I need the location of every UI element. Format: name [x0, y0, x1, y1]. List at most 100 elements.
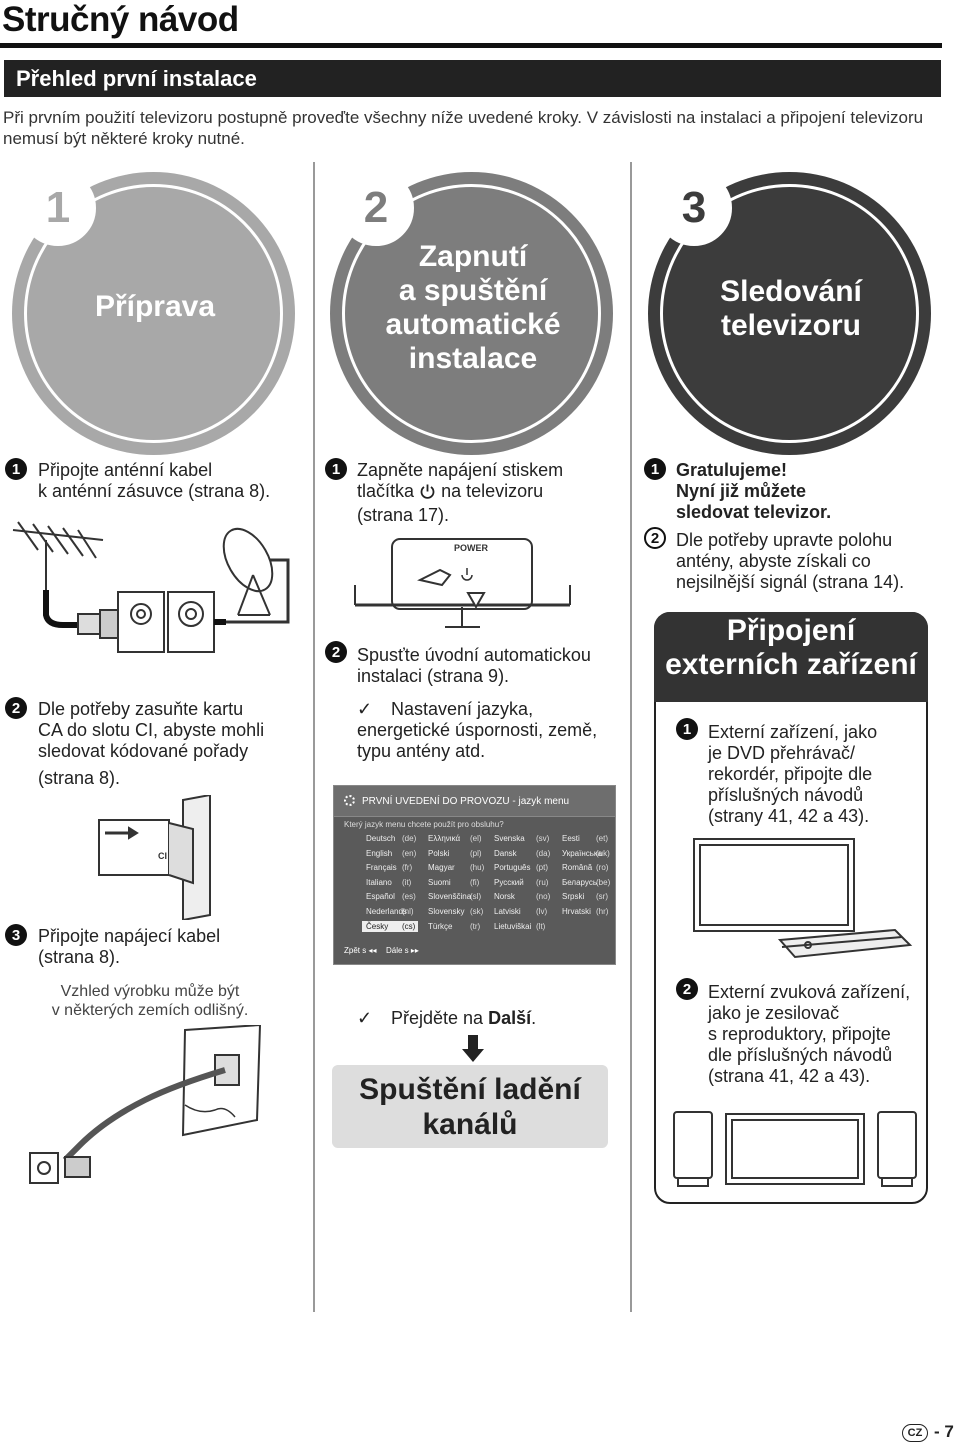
col3-step2-text: Dle potřeby upravte polohu antény, abyst… [676, 530, 951, 593]
col1-step1-text: Připojte anténní kabel k anténní zásuvce… [38, 460, 308, 502]
language-option[interactable]: Suomi [428, 877, 451, 887]
text-line: jako je zesilovač [708, 1003, 840, 1023]
language-option[interactable]: Deutsch [366, 834, 396, 843]
language-code: (sv) [536, 834, 550, 843]
text-fragment: Přejděte na [391, 1008, 489, 1028]
language-option[interactable]: Italiano [366, 877, 392, 887]
language-menu-screen: PRVNÍ UVEDENÍ DO PROVOZU - jazyk menu Kt… [333, 785, 616, 965]
language-option[interactable]: Français [366, 863, 397, 873]
antenna-illustration [12, 521, 290, 653]
stage-1-ring [24, 184, 283, 443]
section-bar [4, 60, 941, 97]
language-option[interactable]: Dansk [494, 848, 517, 858]
text-line: (strana 41, 42 a 43). [708, 1066, 871, 1086]
language-code: (ro) [596, 863, 609, 873]
language-option[interactable]: Svenska [494, 834, 525, 843]
stage-2-badge: 2 [338, 170, 414, 246]
ext2-text: Externí zvuková zařízení, jako je zesilo… [708, 982, 923, 1087]
tv-speakers-illustration [673, 1111, 917, 1187]
col2-step1-text: Zapněte napájení stiskem tlačítka na tel… [357, 460, 622, 526]
text-line: Gratulujeme! [676, 460, 788, 480]
language-option[interactable]: Srpski [562, 892, 585, 902]
language-option[interactable]: Ελληνικά [428, 834, 461, 843]
language-option[interactable]: Polski [428, 848, 450, 858]
language-option[interactable]: Українська [562, 848, 603, 858]
language-code: (hr) [596, 907, 609, 916]
text-line: příslušných návodů [708, 785, 864, 805]
start-tuning-text: Spuštění ladění kanálů [332, 1072, 608, 1142]
language-option[interactable]: English [366, 848, 393, 858]
language-code: (tr) [470, 921, 481, 931]
text-line: instalaci (strana 9). [357, 666, 510, 686]
language-option[interactable]: Slovenščina [428, 892, 472, 902]
language-option[interactable]: Беларусь [562, 877, 597, 887]
text-line: Nastavení jazyka, [391, 699, 534, 719]
language-option[interactable]: Română [562, 863, 593, 873]
language-option[interactable]: Türkçe [428, 921, 453, 931]
text-line-with-icon: tlačítka na televizoru [357, 481, 622, 505]
language-option[interactable]: Русский [494, 877, 524, 887]
language-option[interactable]: Lietuviškai [494, 921, 532, 931]
language-code: (ru) [536, 877, 549, 887]
stage-3-label-line: Sledování [720, 275, 862, 308]
stage-2-ring [342, 184, 601, 443]
col1-step2-number: 2 [5, 697, 27, 719]
power-cable-illustration [29, 1025, 262, 1184]
arrow-down-icon [462, 1035, 484, 1062]
menu-next[interactable]: Dále s ▸▸ [386, 946, 419, 955]
language-code: (fi) [470, 877, 480, 887]
ci-slot-label: CI [158, 851, 167, 861]
language-code: (pl) [470, 848, 482, 858]
ci-card-illustration [98, 795, 211, 920]
language-option[interactable]: Eesti [562, 834, 580, 843]
text-line: v některých zemích odlišný. [51, 1002, 249, 1019]
col1-note: Vzhled výrobku může být v některých zemí… [30, 982, 270, 1020]
language-option[interactable]: Hrvatski [562, 907, 591, 916]
text-line: kanálů [422, 1108, 518, 1141]
stage-3-ring [660, 184, 919, 443]
language-option[interactable]: Latviski [494, 907, 521, 916]
col2-check1-text: Nastavení jazyka, energetické úspornosti… [357, 699, 622, 762]
text-line: Dle potřeby zasuňte kartu [38, 699, 244, 719]
language-option[interactable]: Nederlands [366, 907, 407, 916]
text-line: Připojení [726, 614, 856, 647]
text-line: antény, abyste získali co [676, 551, 871, 571]
language-option[interactable]: Español [366, 892, 395, 902]
language-code: (nl) [402, 907, 414, 916]
language-selected-highlight [362, 920, 418, 932]
power-button-label: POWER [454, 543, 489, 553]
language-option[interactable]: Português [494, 863, 531, 873]
col3-step1-number: 1 [644, 458, 666, 480]
text-line: sledovat kódované pořady [38, 741, 249, 761]
language-code: (et) [596, 834, 608, 843]
language-option[interactable]: Magyar [428, 863, 455, 873]
col1-step3-number: 3 [5, 924, 27, 946]
language-code: (el) [470, 834, 482, 843]
text-line: externích zařízení [665, 648, 917, 681]
stage-2-label-line: instalace [408, 342, 538, 375]
language-option[interactable]: Slovensky [428, 907, 465, 916]
language-code: (sr) [596, 892, 608, 902]
text-line: energetické úspornosti, země, [357, 720, 598, 740]
text-fragment: na televizoru [441, 481, 544, 501]
col1-step3-text: Připojte napájecí kabel (strana 8). [38, 926, 308, 968]
text-line: Zapněte napájení stiskem [357, 460, 564, 480]
col2-step1-number: 1 [325, 458, 347, 480]
ext1-number: 1 [676, 718, 698, 740]
col1-step1-number: 1 [5, 458, 27, 480]
intro-text: Při prvním použití televizoru postupně p… [3, 108, 924, 148]
tv-power-illustration [354, 538, 571, 628]
menu-back[interactable]: Zpět s ◂◂ [344, 946, 377, 955]
text-line: CA do slotu CI, abyste mohli [38, 720, 265, 740]
language-option[interactable]: Norsk [494, 892, 515, 902]
stage-2-label-line: a spuštění [398, 274, 548, 307]
menu-question: Který jazyk menu chcete použít pro obslu… [344, 820, 504, 829]
country-badge: CZ [902, 1424, 928, 1442]
stage-3-label-line: televizoru [720, 309, 862, 342]
stage-3-badge: 3 [656, 170, 732, 246]
text-line: Připojte anténní kabel [38, 460, 213, 480]
ext2-number: 2 [676, 978, 698, 1000]
page-title: Stručný návod [2, 0, 239, 39]
stage-1-badge: 1 [20, 170, 96, 246]
language-option[interactable]: Česky [366, 921, 389, 931]
